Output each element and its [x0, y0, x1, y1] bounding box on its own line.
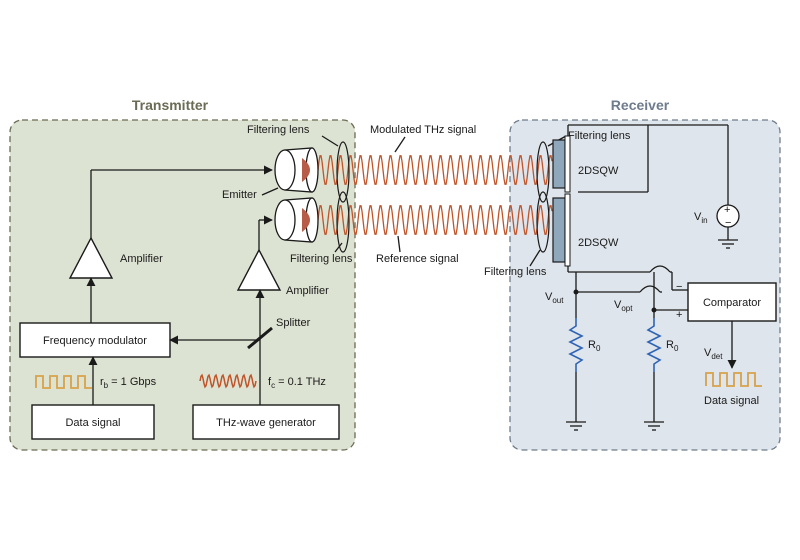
transmitter-title: Transmitter — [132, 97, 209, 113]
dsqw-top-label: 2DSQW — [578, 165, 619, 177]
emitter-label: Emitter — [222, 189, 257, 201]
receiver-panel — [509, 119, 781, 451]
svg-text:+: + — [724, 204, 730, 216]
comparator-plus: + — [676, 309, 682, 321]
dsqw-bottom-device — [552, 193, 571, 267]
dsqw-top-device — [552, 135, 571, 193]
r0-left-label: R0 — [588, 339, 601, 353]
reference-signal-label: Reference signal — [376, 253, 459, 265]
svg-text:−: − — [725, 217, 731, 229]
vopt-label: Vopt — [614, 299, 633, 313]
ground-left-icon — [566, 372, 586, 431]
modulated-thz-wave — [317, 155, 553, 185]
emitter-bottom — [274, 197, 319, 243]
frequency-modulator-box — [19, 322, 171, 358]
emitter-top — [274, 147, 319, 193]
tx-lens-top — [336, 141, 350, 203]
rb-label: rb = 1 Gbps — [100, 376, 157, 390]
tx-data-pulse-icon — [35, 375, 92, 389]
rx-filtering-lens-bottom-label: Filtering lens — [484, 266, 547, 278]
data-signal-label: Data signal — [65, 417, 120, 429]
vin-label: Vin — [694, 211, 708, 225]
transmitter-panel — [9, 119, 356, 451]
ground-right-icon — [644, 372, 664, 431]
comparator-minus: − — [676, 281, 682, 293]
modulated-signal-label: Modulated THz signal — [370, 124, 476, 136]
reference-thz-wave — [317, 205, 553, 235]
comparator-label: Comparator — [703, 297, 761, 309]
thz-generator-box — [192, 404, 340, 440]
tx-lens-bottom — [336, 191, 350, 253]
fc-label: fc = 0.1 THz — [268, 376, 326, 390]
rx-data-pulse-icon — [705, 372, 762, 387]
resistor-left — [568, 318, 584, 372]
data-signal-box — [31, 404, 155, 440]
splitter-label: Splitter — [276, 317, 311, 329]
tx-filtering-lens-top-label: Filtering lens — [247, 124, 310, 136]
resistor-right — [646, 318, 662, 372]
comparator-box — [687, 282, 777, 322]
dsqw-bottom-label: 2DSQW — [578, 237, 619, 249]
vdet-label: Vdet — [704, 347, 723, 361]
amplifier-left-label: Amplifier — [120, 253, 163, 265]
tx-carrier-sine-icon — [199, 373, 257, 389]
receiver-title: Receiver — [611, 97, 670, 113]
frequency-modulator-label: Frequency modulator — [43, 335, 147, 347]
rx-filtering-lens-top-label: Filtering lens — [568, 130, 631, 142]
rx-data-signal-label: Data signal — [704, 395, 759, 407]
rx-lens-bottom — [536, 191, 550, 253]
rx-lens-top — [536, 141, 550, 203]
tx-filtering-lens-bottom-label: Filtering lens — [290, 253, 353, 265]
r0-right-label: R0 — [666, 339, 679, 353]
vout-label: Vout — [545, 291, 564, 305]
amplifier-right-label: Amplifier — [286, 285, 329, 297]
thz-generator-label: THz-wave generator — [216, 417, 316, 429]
